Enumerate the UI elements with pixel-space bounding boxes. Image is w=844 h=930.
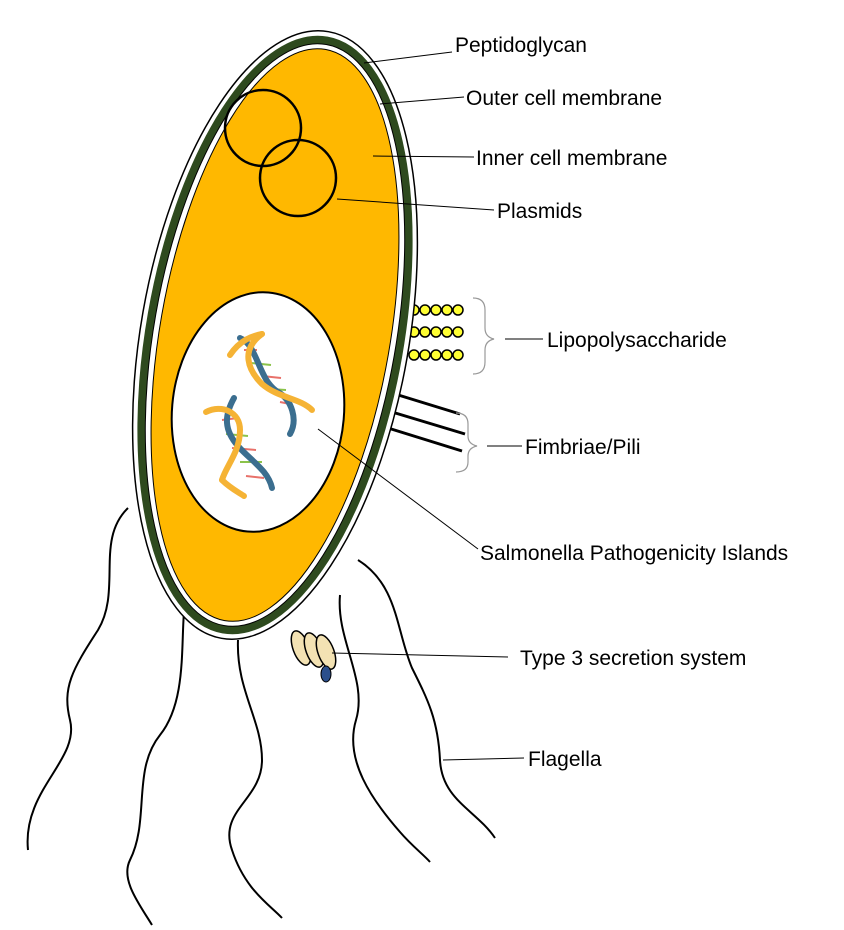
lps-bracket — [473, 298, 494, 374]
lps-row-3 — [409, 350, 463, 360]
type3-secretion-system — [287, 628, 339, 682]
type3-secretion-system-label: Type 3 secretion system — [520, 647, 746, 670]
outer-cell-membrane-label: Outer cell membrane — [466, 87, 662, 110]
flagellum-1 — [28, 508, 128, 850]
pilus-2 — [392, 412, 465, 434]
flagella-label: Flagella — [528, 748, 602, 771]
fimbriae — [388, 394, 465, 451]
lipopolysaccharide — [409, 305, 463, 360]
t3ss-needle-tip — [321, 666, 331, 682]
salmonella-pathogenicity-islands-label: Salmonella Pathogenicity Islands — [480, 542, 788, 565]
flagellum-3 — [229, 640, 282, 918]
plasmids-label: Plasmids — [497, 200, 582, 223]
fimbriae-pili-label: Fimbriae/Pili — [525, 436, 641, 459]
lps-row-2 — [409, 327, 463, 337]
inner-cell-membrane-label: Inner cell membrane — [476, 147, 667, 170]
flagellum-2 — [127, 600, 185, 925]
pilus-1 — [395, 394, 460, 414]
lps-row-1 — [409, 305, 463, 315]
fimbriae-bracket — [456, 413, 477, 472]
flagellum-5 — [358, 560, 495, 838]
lipopolysaccharide-label: Lipopolysaccharide — [547, 329, 727, 352]
peptidoglycan-label: Peptidoglycan — [455, 34, 587, 57]
pilus-3 — [388, 428, 462, 451]
flagellum-4 — [340, 595, 430, 862]
